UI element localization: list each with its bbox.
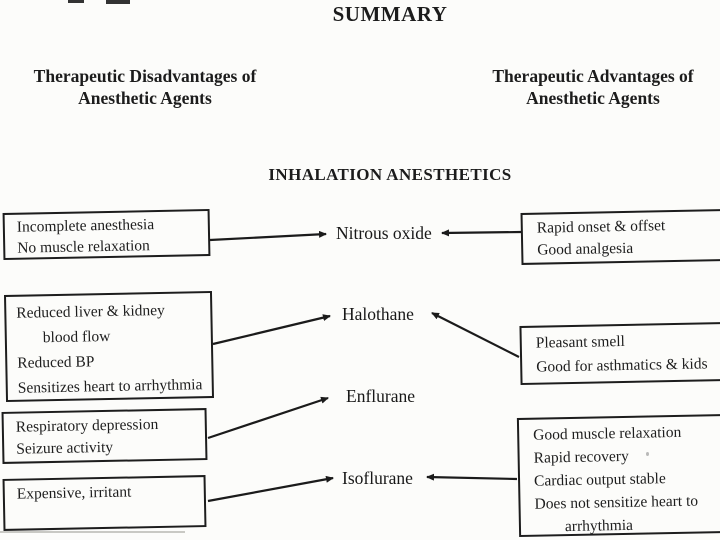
advantages-column-header: Therapeutic Advantages of Anesthetic Age… xyxy=(460,66,720,109)
arrow-advantage-to-isoflurane xyxy=(426,473,518,481)
arrow-disadvantage-to-enflurane xyxy=(207,396,329,440)
arrow-disadvantage-to-isoflurane xyxy=(207,475,334,503)
agent-label-nitrous-oxide: Nitrous oxide xyxy=(336,223,432,243)
advantage-box-nitrous-oxide: Rapid onset & offset Good analgesia xyxy=(520,209,720,265)
box-line: No muscle relaxation xyxy=(17,237,150,257)
box-line: Good analgesia xyxy=(537,239,634,259)
agent-label-isoflurane: Isoflurane xyxy=(342,468,413,488)
disadvantage-box-enflurane: Respiratory depression Seizure activity xyxy=(1,408,208,464)
advantage-box-isoflurane: Good muscle relaxation Rapid recovery Ca… xyxy=(516,414,720,537)
disadvantage-box-nitrous-oxide: Incomplete anesthesia No muscle relaxati… xyxy=(2,209,211,260)
disadvantages-column-header: Therapeutic Disadvantages of Anesthetic … xyxy=(8,66,282,109)
arrow-advantage-to-halothane xyxy=(431,312,520,358)
header-line: Therapeutic Advantages of xyxy=(492,66,694,86)
page-title: SUMMARY xyxy=(332,2,448,26)
arrow-advantage-to-nitrous-oxide xyxy=(441,229,522,237)
scan-artifact xyxy=(68,0,84,3)
header-line: Therapeutic Disadvantages of xyxy=(33,66,257,86)
box-line: Seizure activity xyxy=(16,438,114,458)
box-line: Good for asthmatics & kids xyxy=(536,355,708,376)
box-line: blood flow xyxy=(42,327,111,347)
box-line: arrhythmia xyxy=(564,516,634,536)
disadvantage-box-halothane: Reduced liver & kidney blood flow Reduce… xyxy=(3,291,215,402)
box-line: Sensitizes heart to arrhythmia xyxy=(17,376,203,397)
scan-artifact xyxy=(106,0,130,4)
agent-label-enflurane: Enflurane xyxy=(346,386,415,406)
box-line: Reduced BP xyxy=(17,353,95,372)
box-line: Expensive, irritant xyxy=(16,483,132,503)
header-line: Anesthetic Agents xyxy=(78,87,212,108)
section-heading-inhalation-anesthetics: INHALATION ANESTHETICS xyxy=(268,165,512,184)
box-line: Pleasant smell xyxy=(535,332,626,352)
scan-artifact xyxy=(0,531,185,533)
disadvantage-box-isoflurane: Expensive, irritant xyxy=(2,475,207,531)
arrow-disadvantage-to-nitrous-oxide xyxy=(209,230,327,242)
box-line: Reduced liver & kidney xyxy=(16,301,165,322)
advantage-box-halothane: Pleasant smell Good for asthmatics & kid… xyxy=(519,322,720,385)
agent-label-halothane: Halothane xyxy=(342,304,414,324)
arrow-disadvantage-to-halothane xyxy=(212,314,331,346)
box-line: Does not sensitize heart to xyxy=(534,492,699,513)
header-line: Anesthetic Agents xyxy=(526,87,660,108)
